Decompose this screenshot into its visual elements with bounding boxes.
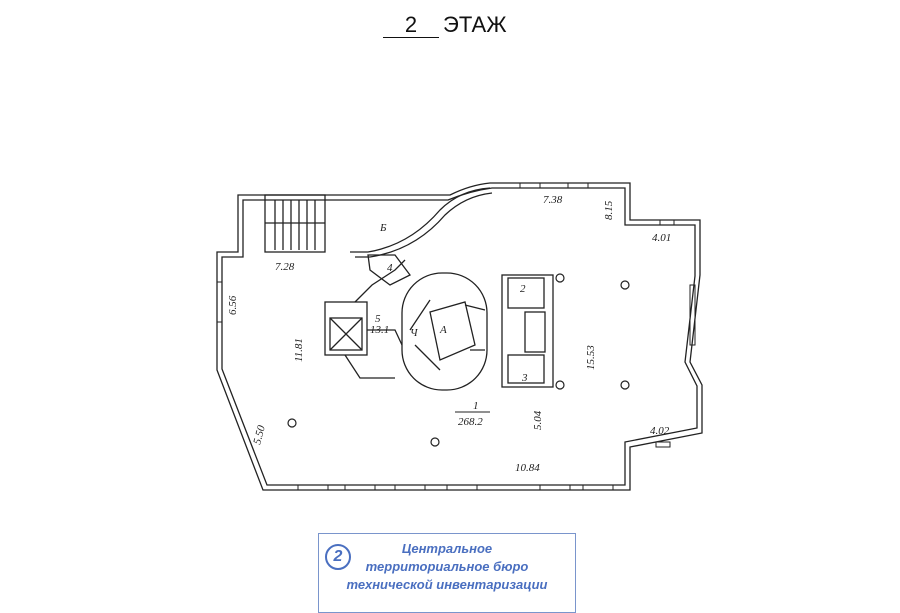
dim-label: 5.50 bbox=[251, 424, 268, 446]
dim-label: 6.56 bbox=[227, 295, 239, 315]
room-5-area: 13.1 bbox=[370, 324, 389, 336]
stair-annex bbox=[264, 194, 326, 253]
room-1-number: 1 bbox=[473, 400, 479, 412]
elevator bbox=[324, 259, 406, 379]
outer-walls bbox=[216, 182, 703, 491]
dim-label: 4.01 bbox=[652, 232, 671, 244]
small-room-4 bbox=[367, 254, 411, 286]
central-stair bbox=[401, 272, 488, 391]
stamp-line: технической инвентаризации bbox=[346, 577, 548, 592]
columns bbox=[287, 273, 630, 447]
dimension-labels: 7.28 7.38 8.15 4.01 6.56 11.81 15.53 5.0… bbox=[227, 194, 671, 474]
wc-block bbox=[501, 274, 554, 388]
floor-title: 2 ЭТАЖ bbox=[383, 12, 507, 38]
dim-label: 7.38 bbox=[543, 194, 563, 206]
dim-label: 4.02 bbox=[650, 425, 670, 437]
floor-number: 2 bbox=[383, 13, 439, 38]
stamp-line: территориальное бюро bbox=[365, 559, 529, 574]
room-labels: 1 268.2 2 3 4 5 13.1 Б А Ч bbox=[370, 222, 528, 428]
windows bbox=[216, 182, 696, 491]
floor-word: ЭТАЖ bbox=[443, 12, 507, 37]
room-2-number: 2 bbox=[520, 283, 526, 295]
dim-label: 7.28 bbox=[275, 261, 295, 273]
stamp-number: 2 bbox=[325, 544, 351, 570]
dim-label: 8.15 bbox=[603, 200, 615, 220]
room-5-number: 5 bbox=[375, 313, 381, 325]
dim-label: 11.81 bbox=[293, 338, 305, 362]
room-4-number: 4 bbox=[387, 262, 393, 274]
bti-stamp: 2 Центральное территориальное бюро техни… bbox=[318, 533, 576, 613]
room-1-area: 268.2 bbox=[458, 416, 483, 428]
dim-label: 15.53 bbox=[585, 345, 597, 370]
red-mark: Ч bbox=[410, 327, 419, 339]
dim-label: 10.84 bbox=[515, 462, 540, 474]
room-3-number: 3 bbox=[521, 372, 528, 384]
dim-label: 5.04 bbox=[532, 410, 544, 430]
room-b-label: Б bbox=[379, 222, 387, 234]
room-a-label: А bbox=[439, 324, 447, 336]
stamp-line: Центральное bbox=[401, 541, 493, 556]
